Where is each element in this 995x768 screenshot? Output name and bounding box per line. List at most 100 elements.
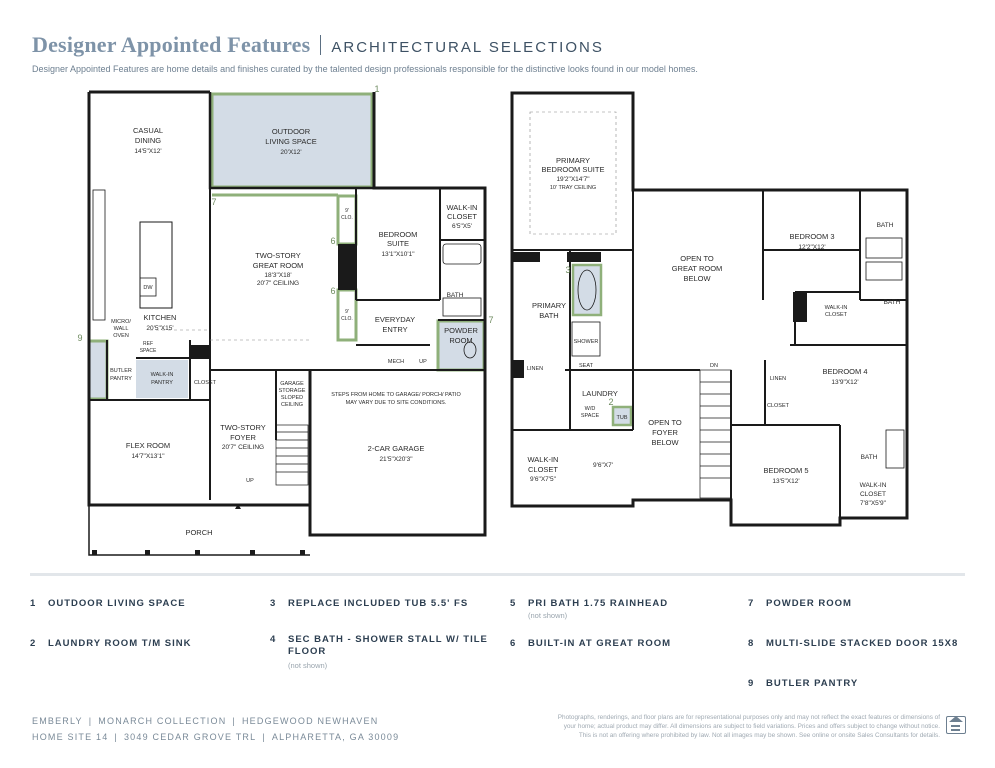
svg-text:20'7" CEILING: 20'7" CEILING (257, 280, 299, 287)
svg-text:BELOW: BELOW (651, 438, 679, 447)
svg-text:21'5"X20'3": 21'5"X20'3" (379, 456, 413, 463)
svg-text:FOYER: FOYER (230, 433, 256, 442)
svg-text:SPACE: SPACE (140, 348, 157, 354)
page-title: Designer Appointed Features (32, 32, 311, 57)
svg-text:LIVING SPACE: LIVING SPACE (265, 137, 317, 146)
svg-text:DW: DW (143, 285, 153, 291)
svg-text:CLOSET: CLOSET (860, 491, 886, 498)
svg-text:CLOSET: CLOSET (447, 212, 477, 221)
svg-text:DN: DN (710, 363, 718, 369)
svg-text:14'7"X13'1": 14'7"X13'1" (131, 453, 165, 460)
bedroom-3-label: BEDROOM 3 (789, 232, 834, 241)
svg-text:WALK-IN: WALK-IN (825, 305, 848, 311)
svg-text:BATH: BATH (539, 311, 558, 320)
svg-text:20'7" CEILING: 20'7" CEILING (222, 444, 264, 451)
svg-text:GARAGE: GARAGE (280, 381, 304, 387)
svg-text:18'3"X18': 18'3"X18' (264, 272, 291, 279)
svg-text:SPACE: SPACE (581, 413, 600, 419)
callout-3: 3 (565, 265, 570, 275)
svg-text:6'5"X5': 6'5"X5' (452, 223, 472, 230)
walk-in-pantry-fill (136, 360, 188, 398)
footer-community-info: EMBERLY|MONARCH COLLECTION|HEDGEWOOD NEW… (32, 716, 400, 742)
svg-text:ENTRY: ENTRY (382, 325, 407, 334)
svg-text:MAY VARY DUE TO SITE CONDITION: MAY VARY DUE TO SITE CONDITIONS. (346, 400, 447, 406)
svg-text:BATH: BATH (884, 299, 901, 306)
svg-text:UP: UP (246, 478, 254, 484)
svg-text:LINEN: LINEN (770, 376, 786, 382)
svg-text:STORAGE: STORAGE (279, 388, 306, 394)
svg-text:BATH: BATH (447, 292, 464, 299)
svg-text:MECH: MECH (388, 359, 404, 365)
primary-suite-label: PRIMARY (556, 156, 590, 165)
callout-7: 7 (488, 315, 493, 325)
walk-in-closet-2-label: WALK-IN (528, 455, 559, 464)
bedroom-suite-label: BEDROOM (379, 230, 418, 239)
svg-text:CLOSET: CLOSET (528, 465, 558, 474)
svg-text:OVEN: OVEN (113, 333, 129, 339)
callout-9: 9 (77, 333, 82, 343)
callout-6b: 6 (330, 286, 335, 296)
svg-text:CLO.: CLO. (341, 215, 353, 221)
highlight-butler-pantry (87, 339, 109, 401)
svg-text:GREAT ROOM: GREAT ROOM (253, 261, 304, 270)
svg-text:ROOM: ROOM (449, 336, 472, 345)
highlight-laundry-tub (611, 405, 633, 427)
svg-text:9': 9' (345, 309, 349, 315)
garage-label: 2-CAR GARAGE (368, 444, 425, 453)
flex-room-label: FLEX ROOM (126, 441, 170, 450)
address: 3049 CEDAR GROVE TRL (123, 732, 257, 742)
powder-room-label: POWDER (444, 326, 478, 335)
walk-in-closet-label: WALK-IN (447, 203, 478, 212)
svg-text:14'5"X12': 14'5"X12' (134, 148, 161, 155)
foyer-label: TWO-STORY (220, 423, 266, 432)
svg-text:SHOWER: SHOWER (574, 339, 599, 345)
svg-text:CLO.: CLO. (341, 316, 353, 322)
plan-name: HEDGEWOOD NEWHAVEN (241, 716, 379, 726)
svg-text:CEILING: CEILING (281, 402, 303, 408)
page-description: Designer Appointed Features are home det… (32, 64, 698, 74)
svg-text:BATH: BATH (861, 454, 878, 461)
disclaimer: Photographs, renderings, and floor plans… (557, 714, 940, 739)
svg-text:TUB: TUB (617, 415, 628, 421)
svg-text:WALK-IN: WALK-IN (151, 372, 174, 378)
callout-2: 2 (608, 397, 613, 407)
section-divider (30, 573, 965, 576)
svg-text:DINING: DINING (135, 136, 161, 145)
svg-text:BEDROOM SUITE: BEDROOM SUITE (542, 165, 605, 174)
open-foyer-label: OPEN TO (648, 418, 682, 427)
collection-name: MONARCH COLLECTION (98, 716, 227, 726)
butler-pantry-label: BUTLER (110, 368, 132, 374)
laundry-label: LAUNDRY (582, 389, 618, 398)
great-room-label: TWO-STORY (255, 251, 301, 260)
svg-text:12'2"X12': 12'2"X12' (798, 244, 825, 251)
svg-text:19'2"X14'7": 19'2"X14'7" (556, 176, 590, 183)
svg-text:UP: UP (419, 359, 427, 365)
svg-text:9'6"X7'5": 9'6"X7'5" (530, 476, 557, 483)
svg-text:13'9"X12': 13'9"X12' (831, 379, 858, 386)
callout-6a: 6 (330, 236, 335, 246)
svg-text:9': 9' (345, 208, 349, 214)
svg-text:W/D: W/D (585, 406, 596, 412)
title-divider (320, 35, 322, 55)
primary-bath-label: PRIMARY (532, 301, 566, 310)
svg-text:7'8"X5'9": 7'8"X5'9" (860, 500, 887, 507)
casual-dining-label: CASUAL (133, 126, 163, 135)
homesite: HOME SITE 14 (32, 732, 109, 742)
floor-plan-drawing: CASUAL DINING 14'5"X12' OUTDOOR LIVING S… (77, 84, 909, 556)
svg-text:9'6"X7': 9'6"X7' (593, 462, 613, 469)
svg-text:20'X12': 20'X12' (280, 149, 301, 156)
second-floor-plan: PRIMARY BEDROOM SUITE 19'2"X14'7" 10' TR… (510, 91, 909, 527)
svg-text:13'5"X12': 13'5"X12' (772, 478, 799, 485)
svg-text:STEPS FROM HOME TO GARAGE/ POR: STEPS FROM HOME TO GARAGE/ PORCH/ PATIO (331, 392, 461, 398)
svg-text:CLOSET: CLOSET (825, 312, 848, 318)
svg-text:MICRO/: MICRO/ (111, 319, 131, 325)
svg-text:SUITE: SUITE (387, 239, 409, 248)
